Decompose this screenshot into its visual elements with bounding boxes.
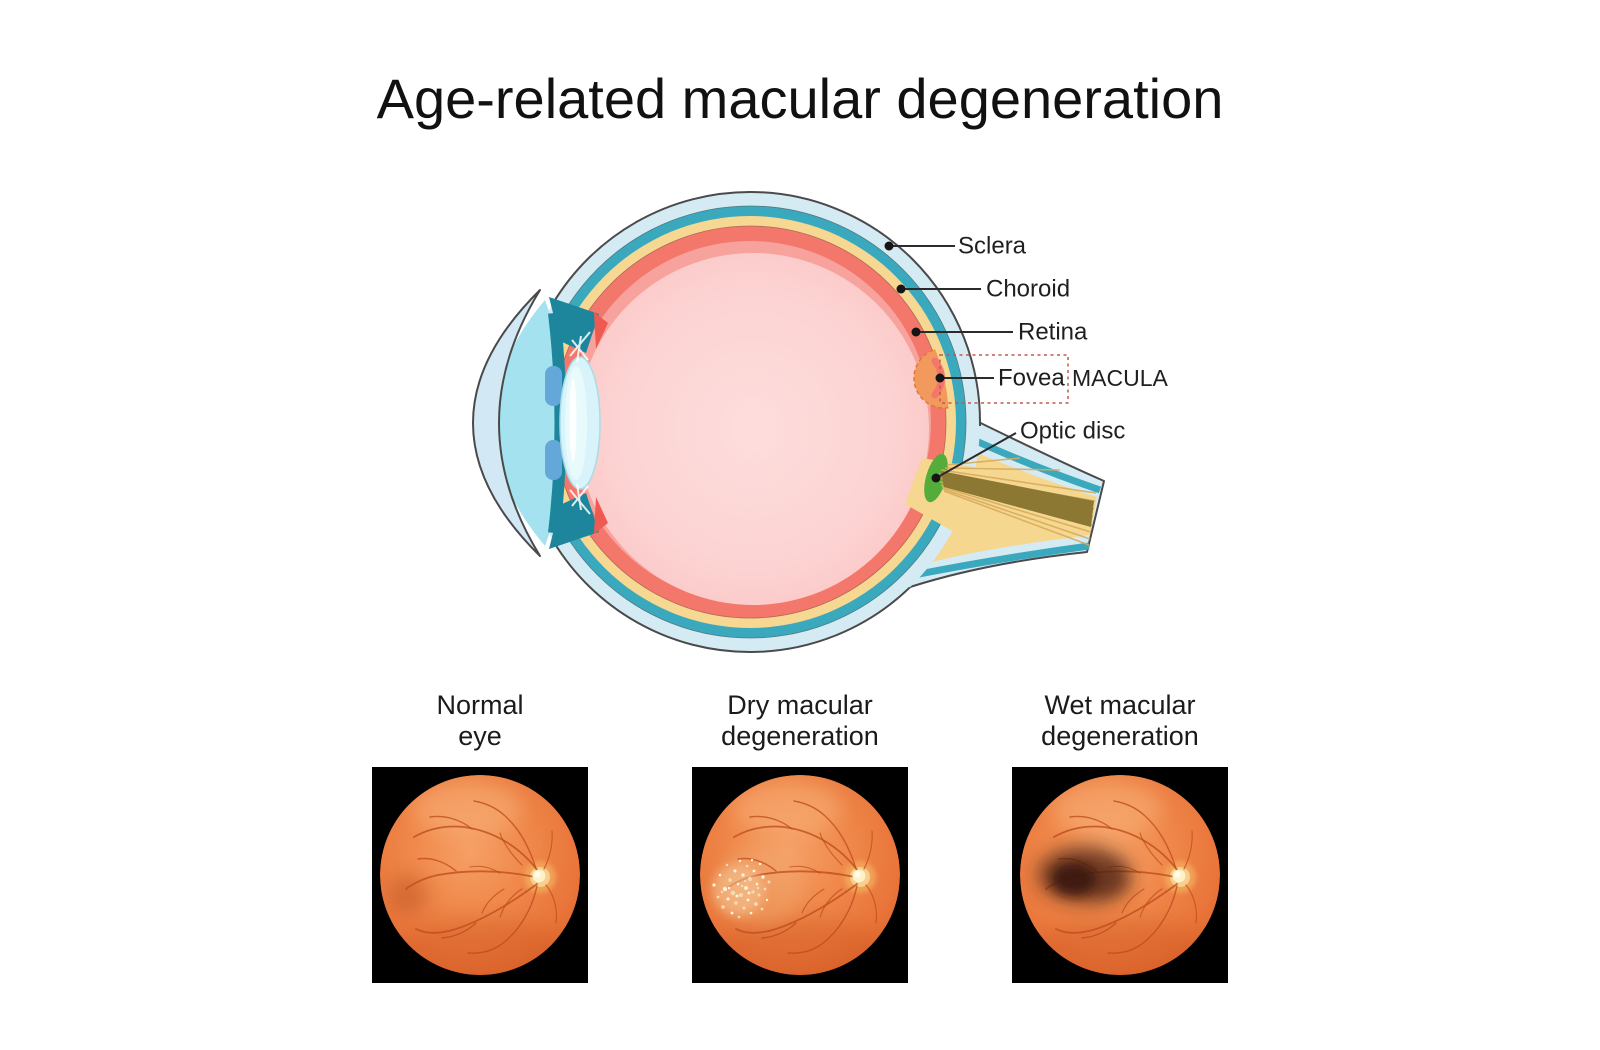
leader-lines [889, 245, 1017, 479]
eyeball-layers [519, 191, 981, 653]
optic-disc-bright-spot [532, 869, 546, 883]
choroid-dot [896, 284, 906, 294]
page-title: Age-related macular degeneration [376, 67, 1224, 130]
optic-disc-region [905, 453, 1097, 546]
choroid-label: Choroid [986, 276, 1070, 303]
optic-disc-bright-spot [852, 869, 866, 883]
anterior-chamber [494, 300, 567, 546]
drusen-haze [712, 864, 764, 916]
cornea [472, 289, 541, 557]
vitreous-body [577, 253, 929, 605]
zonule-fibers [569, 331, 591, 515]
anterior-segment [472, 289, 608, 557]
macula-label: MACULA [1072, 365, 1169, 391]
eye-cross-section-diagram: Sclera Choroid Retina Fovea MACULA Optic… [472, 191, 1169, 653]
fundus-image-wet [1012, 767, 1228, 983]
leader-dots [884, 241, 945, 483]
iris-bottom [545, 440, 562, 480]
fovea-dot [935, 373, 945, 383]
nerve-sheath-teal-bottom [913, 542, 1090, 579]
fundus-label-normal: Normal eye [436, 690, 524, 751]
iris-top [545, 366, 562, 406]
macula-shadow [388, 875, 428, 915]
ciliary-muscle-top [594, 312, 608, 349]
fundus-label-wet: Wet macular degeneration [1041, 690, 1199, 751]
ciliary-muscle-bottom [594, 497, 608, 534]
lens-highlight [569, 378, 577, 462]
optic-disc-bright-spot [1172, 869, 1186, 883]
hemorrhage-blob [1038, 847, 1130, 903]
retina-label: Retina [1018, 319, 1088, 346]
fundus-label-dry: Dry macular degeneration [721, 690, 879, 751]
eyeball-outline [519, 191, 981, 653]
fundus-image-normal [372, 767, 588, 983]
ciliary-body-top [549, 297, 599, 353]
ciliary-body-bottom [549, 493, 599, 549]
sclera-label: Sclera [958, 233, 1027, 260]
retina-dot [911, 327, 921, 337]
central-retinal-vessel [941, 471, 1094, 527]
optic-disc-dot [931, 473, 941, 483]
fovea-label: Fovea [998, 365, 1065, 392]
sclera-dot [884, 241, 894, 251]
fundus-image-dry [692, 767, 908, 983]
optic-disc-leader-line [935, 432, 1017, 479]
drusen-deposits [712, 858, 771, 919]
optic-disc-label: Optic disc [1020, 418, 1125, 445]
